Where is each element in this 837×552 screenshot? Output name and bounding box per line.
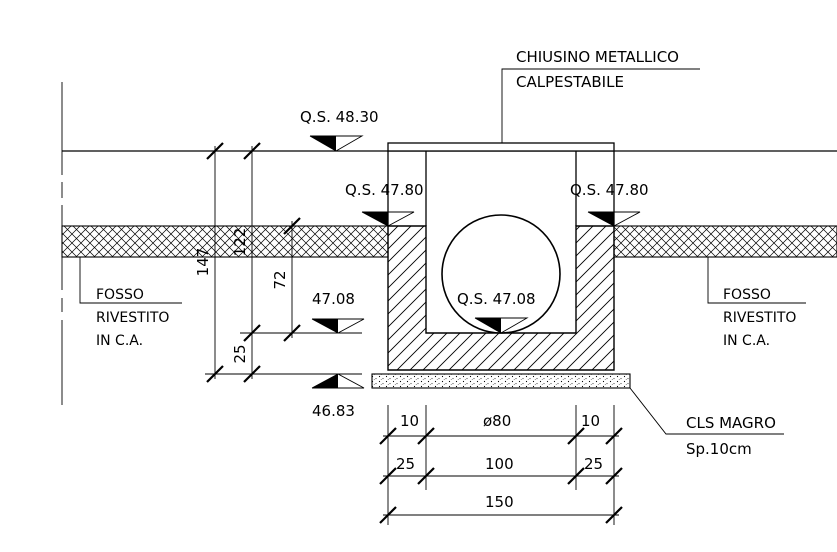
cls-label-line2: Sp.10cm <box>686 440 752 458</box>
fosso-right-leader <box>707 257 806 304</box>
fosso-lining-left <box>61 225 389 258</box>
dim-25-left: 25 <box>396 455 415 473</box>
dim-25-right: 25 <box>584 455 603 473</box>
dim-72: 72 <box>271 270 289 289</box>
level-marker-road <box>309 135 364 152</box>
dim-147: 147 <box>194 248 212 277</box>
fosso-right-line1: FOSSO <box>723 287 771 303</box>
fosso-right-line2: RIVESTITO <box>723 310 796 326</box>
chiusino-label-line1: CHIUSINO METALLICO <box>516 48 679 66</box>
qs-left-label: Q.S. 47.80 <box>345 181 424 199</box>
dim-122: 122 <box>231 228 249 257</box>
fosso-left-leader <box>79 257 182 304</box>
horizontal-dimensions <box>379 427 623 524</box>
dim-10-left: 10 <box>400 412 419 430</box>
cls-label-line1: CLS MAGRO <box>686 414 776 432</box>
level-marker-left <box>361 211 415 227</box>
level-marker-mid <box>311 318 365 334</box>
vertical-dimensions <box>206 142 301 383</box>
fosso-right-line3: IN C.A. <box>723 333 770 349</box>
fosso-left-line1: FOSSO <box>96 287 144 303</box>
fosso-left-line3: IN C.A. <box>96 333 143 349</box>
cls-leader <box>629 387 784 435</box>
cls-magro-base <box>371 373 631 389</box>
level-marker-pipe <box>474 317 529 334</box>
qs-road-label: Q.S. 48.30 <box>300 108 379 126</box>
pipe-circle <box>441 214 561 334</box>
level-bottom-label: 46.83 <box>312 402 355 420</box>
level-mid-label: 47.08 <box>312 290 355 308</box>
chiusino-label-line2: CALPESTABILE <box>516 73 624 91</box>
dim-25: 25 <box>231 344 249 363</box>
level-marker-bottom <box>311 373 365 389</box>
fosso-left-line2: RIVESTITO <box>96 310 169 326</box>
chiusino-leader <box>501 68 700 143</box>
level-marker-right <box>587 211 641 227</box>
dim-10-right: 10 <box>581 412 600 430</box>
dim-150: 150 <box>485 493 514 511</box>
dim-100: 100 <box>485 455 514 473</box>
dim-phi80: ø80 <box>483 412 511 430</box>
fosso-lining-right <box>613 225 837 258</box>
qs-right-label: Q.S. 47.80 <box>570 181 649 199</box>
qs-pipe-label: Q.S. 47.08 <box>457 290 536 308</box>
